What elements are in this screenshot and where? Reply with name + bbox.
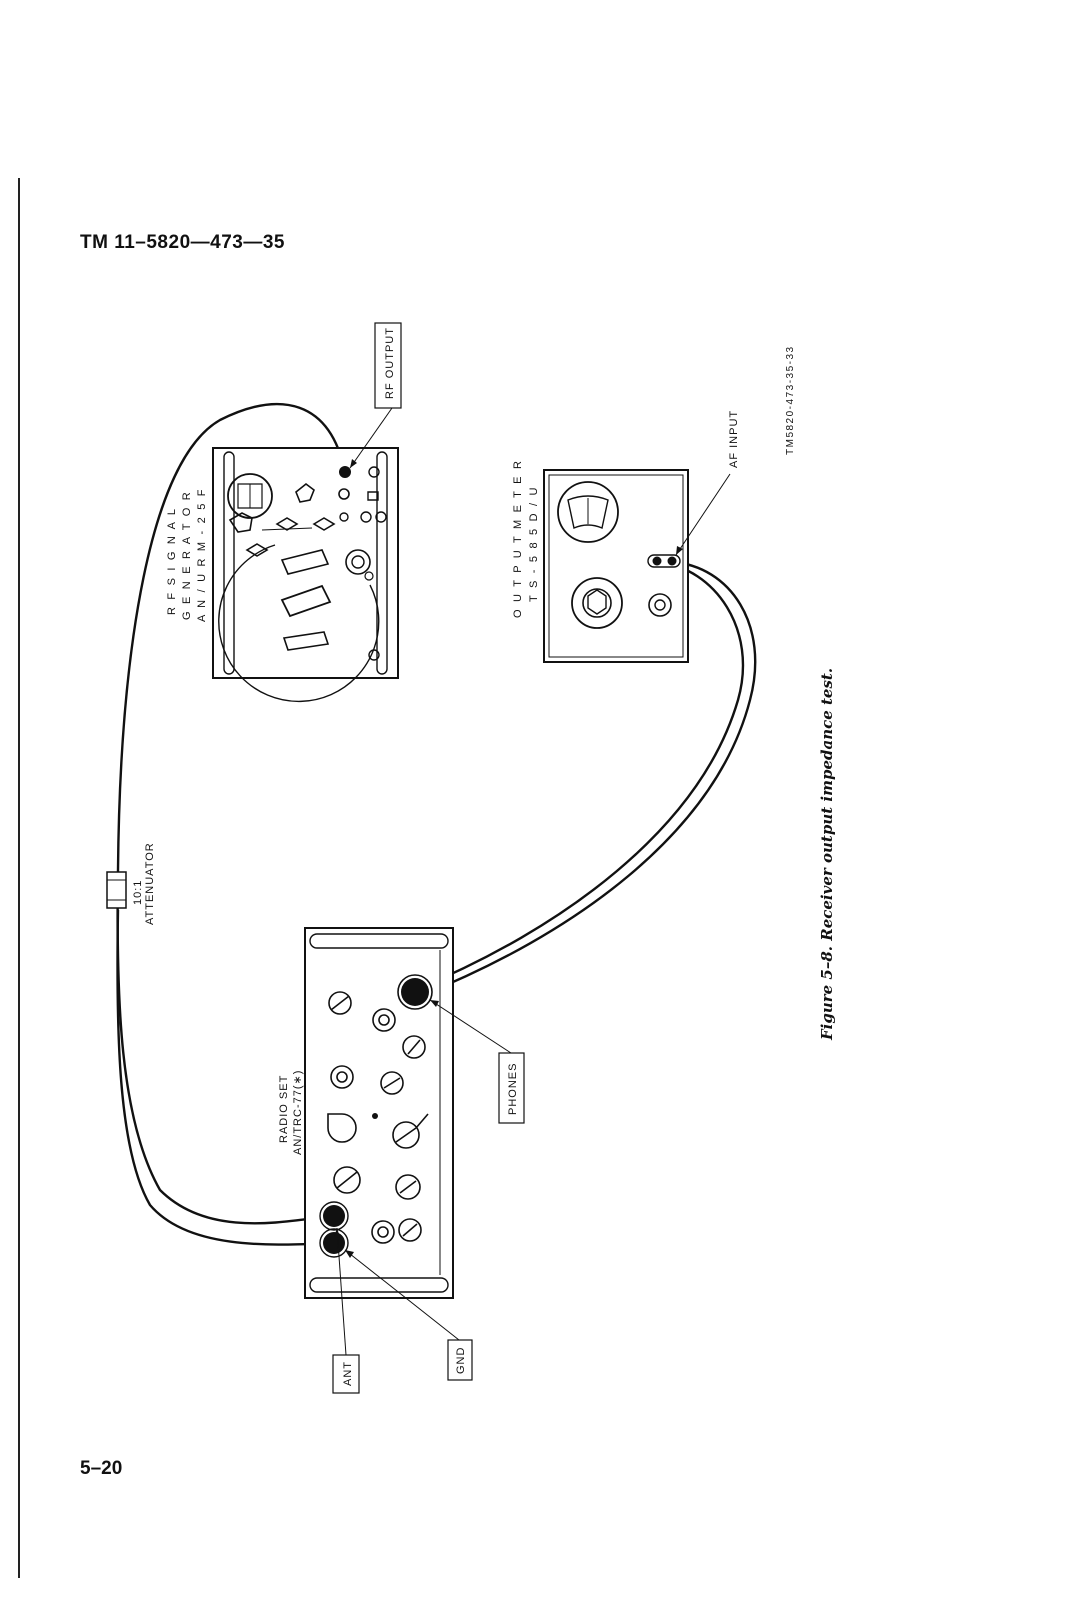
af-input-post-1 (652, 556, 662, 566)
phones-callout: PHONES (429, 999, 525, 1124)
rf-output-connector (339, 466, 351, 478)
phones-cable-b (419, 560, 757, 998)
drawing-number: TM5820-473-35-33 (785, 345, 796, 455)
output-meter-label-line2: T S - 5 8 5 D / U (528, 485, 540, 602)
gnd-label: GND (455, 1347, 467, 1374)
output-meter-label-line1: O U T P U T M E T E R (512, 459, 524, 618)
rf-signal-generator: R F S I G N A L G E N E R A T O R A N / … (166, 447, 399, 703)
generator-label-line3: A N / U R M - 2 5 F (196, 487, 208, 622)
radio-set-label-line1: RADIO SET (278, 1075, 290, 1143)
margin-rule (18, 178, 20, 1578)
figure-caption: Figure 5–8. Receiver output impedance te… (818, 668, 836, 1041)
generator-label-line2: G E N E R A T O R (181, 490, 193, 620)
rf-output-callout: RF OUTPUT (349, 322, 402, 469)
af-input-label: AF INPUT (728, 410, 740, 468)
af-input-post-2 (667, 556, 677, 566)
output-meter-face (557, 481, 619, 543)
frequency-dial (218, 544, 380, 703)
rf-cable (116, 402, 347, 1225)
ant-gnd-cable (116, 909, 334, 1246)
generator-meter (227, 473, 273, 519)
generator-label-line1: R F S I G N A L (166, 507, 178, 615)
attenuator-label: ATTENUATOR (144, 842, 156, 925)
radio-set-label-line2: AN/TRC-77(∗) (292, 1070, 304, 1155)
af-input-callout: AF INPUT (675, 410, 740, 556)
ant-callout: ANT (332, 1227, 360, 1394)
attenuator: 10:1 ATTENUATOR (106, 842, 156, 925)
phones-cable-a (414, 560, 745, 992)
gnd-connector (323, 1232, 345, 1254)
output-meter: O U T P U T M E T E R T S - 5 8 5 D / U (512, 459, 689, 663)
ant-label: ANT (342, 1361, 354, 1386)
page-number: 5–20 (80, 1458, 123, 1479)
attenuator-ratio-label: 10:1 (132, 880, 144, 905)
phones-jack (401, 978, 429, 1006)
cables (116, 402, 757, 1246)
rf-output-label: RF OUTPUT (384, 327, 396, 399)
gnd-callout: GND (344, 1249, 473, 1381)
document-id: TM 11–5820—473—35 (80, 232, 285, 253)
range-switch (571, 577, 623, 629)
generator-knob (295, 482, 315, 503)
radio-set: RADIO SET AN/TRC-77(∗) (278, 927, 454, 1299)
phones-label: PHONES (507, 1063, 519, 1115)
ant-connector (323, 1205, 345, 1227)
